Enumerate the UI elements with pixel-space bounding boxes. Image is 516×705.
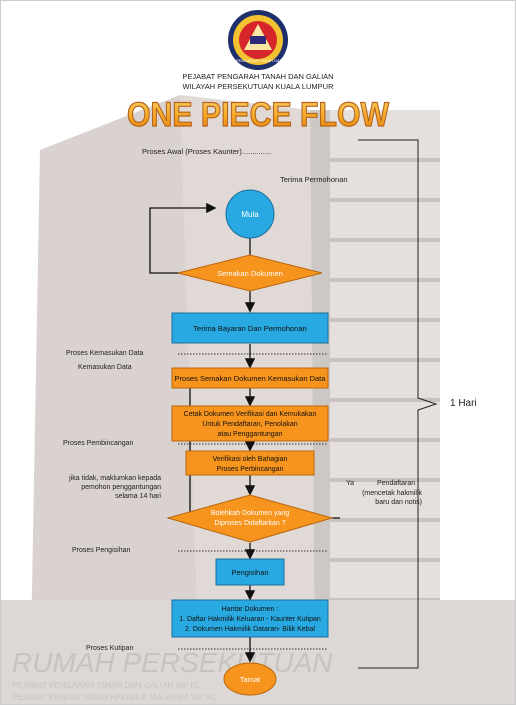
node-terima-bayaran: [171, 312, 329, 344]
logo-ring-text: PEJABAT PENGARAH TANAH DAN GALIAN: [218, 58, 299, 63]
logo: PEJABAT PENGARAH TANAH DAN GALIAN: [218, 10, 299, 70]
node-cetak-dokumen-line3: atau Penggantungan: [217, 431, 282, 438]
label-ya: Ya: [346, 480, 354, 487]
node-cetak-dokumen-line2: Untuk Pendaftaran, Penolakan: [202, 421, 297, 428]
label-1-hari: 1 Hari: [450, 398, 477, 409]
org-line2: WILAYAH PERSEKUTUAN KUALA LUMPUR: [182, 82, 334, 91]
label-jika-tidak-1: jika tidak, maklumkan kepada: [68, 475, 161, 482]
node-hantar-dokumen: [171, 599, 329, 638]
watermark-line1: RUMAH PERSEKUTUAN: [12, 647, 333, 678]
node-bolehkah: [166, 494, 334, 543]
node-hantar-dokumen-line1: Hantar Dokumen :: [222, 606, 279, 613]
label-proses-pembincangan: Proses Pembincangan: [63, 440, 134, 447]
node-pengisihan: [215, 558, 285, 586]
one-day-bracket: [358, 139, 438, 669]
node-semakan-dokumen: [177, 254, 323, 292]
node-mula: [225, 189, 275, 239]
page-title: ONE PIECE FLOW: [127, 96, 390, 134]
node-verifikasi-line1: Verifikasi oleh Bahagian: [213, 456, 288, 463]
node-tamat-label: Tamat: [240, 675, 261, 684]
building-background: RUMAH PERSEKUTUAN PEJABAT PENGARAH TANAH…: [0, 70, 516, 705]
node-hantar-dokumen-line3: 2. Dokumen Hakmilik Dataran- Bilik Kebal: [185, 626, 315, 633]
node-hantar-dokumen-line2: 1. Daftar Hakmilik Keluaran - Kaunter Ku…: [179, 616, 321, 623]
label-mencetak-1: (mencetak hakmilik: [362, 490, 422, 497]
label-mencetak-2: baru dan notis): [375, 499, 422, 506]
node-cetak-dokumen: [171, 405, 329, 442]
label-proses-kemasukan: Proses Kemasukan Data: [66, 350, 144, 357]
node-verifikasi: [185, 450, 315, 476]
label-pendaftaran: Pendaftaran: [377, 480, 415, 487]
node-terima-bayaran-label: Terima Bayaran Dan Permohonan: [193, 324, 306, 333]
node-tamat: [223, 662, 277, 696]
node-proses-semakan-label: Proses Semakan Dokumen Kemasukan Data: [175, 374, 327, 383]
node-verifikasi-line2: Proses Perbincangan: [217, 466, 284, 473]
watermark-line3: PEJABAT PENDAFTARAN HAKMILIK MALAYSIA WP…: [12, 693, 216, 702]
label-jika-tidak-3: selama 14 hari: [115, 493, 161, 500]
label-proses-kutipan: Proses Kutipan: [86, 645, 134, 652]
watermark-line2: PEJABAT PENGARAH TANAH DAN GALIAN WP KL: [12, 681, 201, 690]
node-bolehkah-line2: Diproses Didaftarkan ?: [214, 520, 285, 527]
node-pengisihan-label: Pengisihan: [231, 568, 268, 577]
label-kemasukan-data: Kemasukan Data: [78, 364, 132, 371]
node-bolehkah-line1: Bolehkah Dokumen yang: [211, 510, 289, 517]
node-mula-label: Mula: [241, 210, 259, 219]
label-proses-awal: Proses Awal (Proses Kaunter)............…: [142, 147, 271, 156]
node-semakan-dokumen-label: Semakan Dokumen: [217, 269, 283, 278]
label-terima-permohonan: Terima Permohonan: [280, 175, 348, 184]
node-cetak-dokumen-line1: Cetak Dokumen Verifikasi dan Kemukakan: [184, 411, 317, 418]
label-jika-tidak-2: pemohon penggantungan: [81, 484, 161, 491]
node-proses-semakan: [171, 367, 329, 389]
label-proses-pengisihan: Proses Pengisihan: [72, 547, 130, 554]
org-line1: PEJABAT PENGARAH TANAH DAN GALIAN: [182, 72, 333, 81]
